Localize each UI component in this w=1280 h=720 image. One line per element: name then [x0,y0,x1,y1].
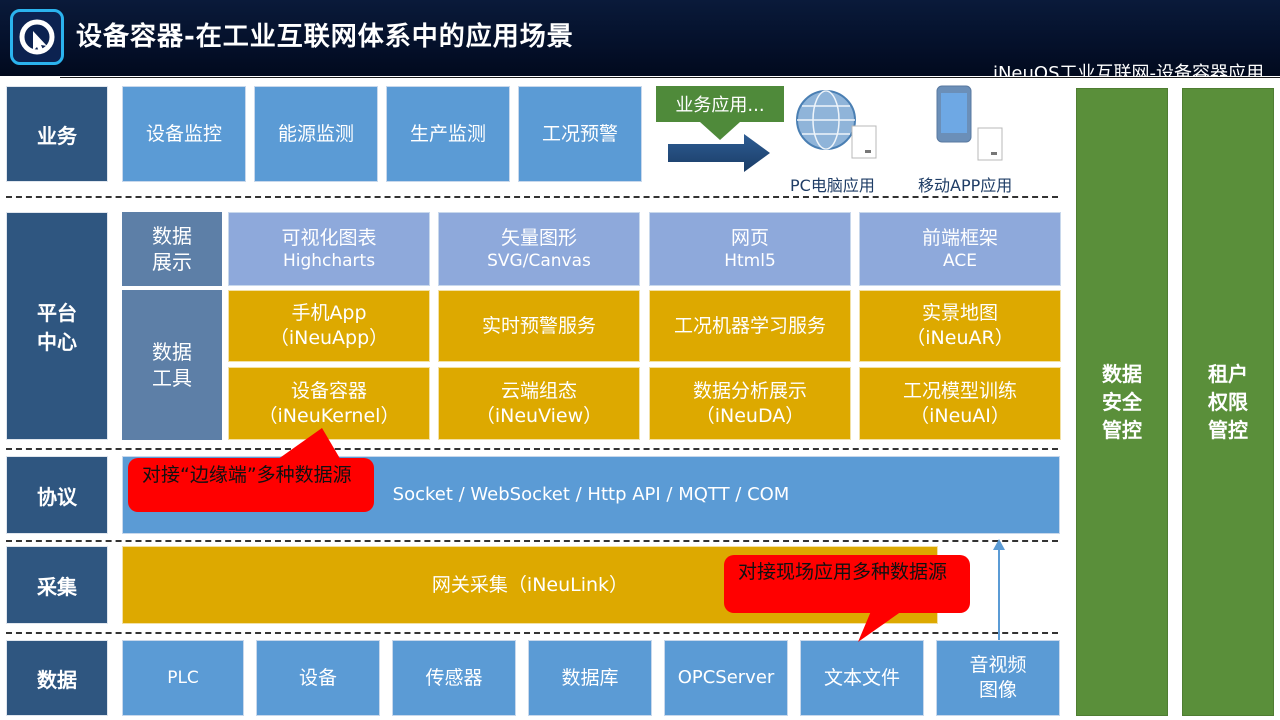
security-control-label: 数据 安全 管控 [1102,362,1142,442]
page-subtitle: iNeuOS工业互联网-设备容器应用 [992,63,1264,84]
callout-pointer-icon [858,604,912,642]
data-display-label: 数据 展示 [122,212,222,286]
display-item-subtitle: Highcharts [282,251,376,272]
display-item-html5: 网页 Html5 [649,212,851,286]
business-item: 设备监控 [122,86,246,182]
tool-item-title: 数据分析展示 [692,379,807,402]
layer-protocol: 协议 [6,456,108,534]
separator-line [6,196,1058,198]
data-source-item: 数据库 [528,640,652,716]
mobile-phone-icon [936,85,1003,161]
arrow-right-icon [668,134,770,172]
globe-icon [796,90,877,159]
pc-app-label: PC电脑应用 [790,176,875,195]
arrow-up-icon [993,539,1005,642]
business-item: 生产监测 [386,86,510,182]
layer-platform: 平台 中心 [6,212,108,440]
tool-item-title: 工况机器学习服务 [673,314,826,337]
field-callout: 对接现场应用多种数据源 [724,555,970,613]
tool-item-subtitle: （iNeuKernel） [258,404,400,427]
layer-business: 业务 [6,86,108,182]
edge-callout: 对接“边缘端”多种数据源 [128,458,374,512]
display-item-title: 矢量图形 [500,226,577,249]
page-title: 设备容器-在工业互联网体系中的应用场景 [76,22,574,52]
layer-collect: 采集 [6,546,108,624]
tool-item-ineuda: 数据分析展示 （iNeuDA） [649,367,851,440]
separator-line [6,540,1058,542]
tool-item-title: 实景地图 [921,302,998,325]
layer-data: 数据 [6,640,108,716]
tenant-permission-label: 租户 权限 管控 [1208,362,1248,442]
callout-pointer-icon [274,428,342,462]
tool-item-subtitle: （iNeuView） [475,404,603,427]
display-item-title: 网页 [730,226,769,249]
data-source-item: 音视频 图像 [936,640,1060,716]
display-item-subtitle: SVG/Canvas [487,251,591,272]
display-item-ace: 前端框架 ACE [859,212,1061,286]
ineuos-logo-icon [10,9,64,65]
business-app-tag: 业务应用... [656,86,784,122]
business-item: 工况预警 [518,86,642,182]
header-bar [0,0,1280,76]
separator-line [6,632,1058,634]
data-source-item: 传感器 [392,640,516,716]
data-source-item: OPCServer [664,640,788,716]
tag-pointer-icon [700,122,740,140]
data-source-item: PLC [122,640,244,716]
tool-item-title: 实时预警服务 [481,314,596,337]
tenant-permission-column: 租户 权限 管控 [1182,88,1274,716]
tool-item-ineuview: 云端组态 （iNeuView） [438,367,640,440]
data-source-item: 设备 [256,640,380,716]
tool-item-subtitle: （iNeuApp） [269,327,389,349]
tool-item-ineuai: 工况模型训练 （iNeuAI） [859,367,1061,440]
display-item-subtitle: Html5 [724,251,776,272]
tool-item-subtitle: （iNeuDA） [695,404,805,427]
mobile-app-label: 移动APP应用 [918,176,1013,195]
tool-item-ml: 工况机器学习服务 [649,290,851,362]
tool-item-alarm: 实时预警服务 [438,290,640,362]
title-divider [60,77,1280,78]
business-item: 能源监测 [254,86,378,182]
display-item-subtitle: ACE [943,251,977,272]
tool-item-subtitle: （iNeuAI） [910,404,1010,427]
tool-item-title: 云端组态 [500,379,577,402]
display-item-title: 可视化图表 [281,226,377,249]
data-tools-label: 数据 工具 [122,290,222,440]
display-item-title: 前端框架 [921,226,998,249]
data-source-item: 文本文件 [800,640,924,716]
display-item-svg: 矢量图形 SVG/Canvas [438,212,640,286]
tool-item-title: 设备容器 [290,379,367,402]
tool-item-subtitle: （iNeuAR） [906,327,1014,349]
tool-item-ineuapp: 手机App （iNeuApp） [228,290,430,362]
display-item-highcharts: 可视化图表 Highcharts [228,212,430,286]
tool-item-ineukernel: 设备容器 （iNeuKernel） [228,367,430,440]
tool-item-ineuar: 实景地图 （iNeuAR） [859,290,1061,362]
tool-item-title: 工况模型训练 [902,379,1017,402]
tool-item-title: 手机App [291,302,367,325]
security-control-column: 数据 安全 管控 [1076,88,1168,716]
separator-line [6,448,1058,450]
